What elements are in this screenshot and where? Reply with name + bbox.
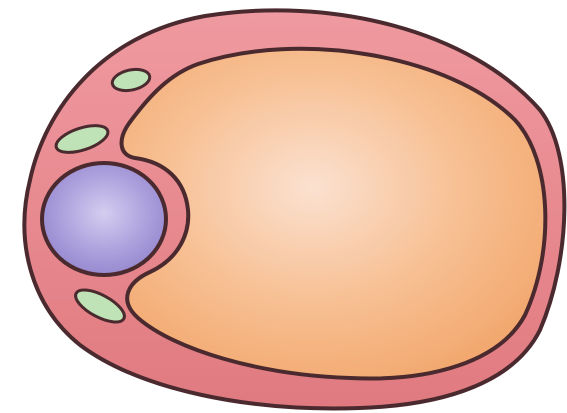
nucleus	[42, 163, 166, 275]
